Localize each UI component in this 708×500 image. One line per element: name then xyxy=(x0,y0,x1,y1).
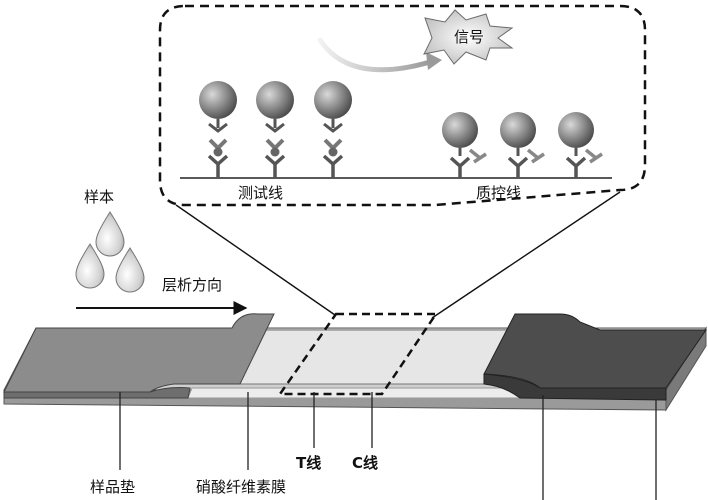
inset-dashed-frame xyxy=(158,4,647,207)
sample-drop-icon xyxy=(75,243,105,289)
control-line-complex-1 xyxy=(442,112,487,178)
absorbent-pad-side xyxy=(483,373,667,401)
test-line-complex-1 xyxy=(199,81,237,178)
inset-zoom-line-right xyxy=(431,191,621,319)
sample-drop-icon xyxy=(115,247,145,293)
sample-pad-side xyxy=(3,387,191,399)
signal-star-icon xyxy=(423,9,514,65)
absorbent-pad xyxy=(483,313,707,389)
membrane-pad xyxy=(229,329,521,385)
sample-label: 样本 xyxy=(84,188,114,206)
membrane-under-layer xyxy=(187,387,538,399)
signal-arc-arrow xyxy=(317,37,433,73)
test-line-complex-3 xyxy=(314,81,352,178)
magnified-inset: 信号 测试线 xyxy=(158,4,647,319)
detection-zone-outline xyxy=(277,312,439,396)
sample-drop-icon xyxy=(95,211,125,257)
sample-pad xyxy=(3,313,275,393)
control-line-complex-2 xyxy=(500,112,545,178)
test-line-label: 测试线 xyxy=(238,184,283,202)
t-line-label: T线 xyxy=(296,454,321,472)
inset-zoom-line-left xyxy=(175,204,336,316)
signal-label: 信号 xyxy=(454,28,484,46)
signal-arrow-tip xyxy=(426,52,442,70)
flow-direction-label: 层析方向 xyxy=(162,276,222,294)
control-line-label: 质控线 xyxy=(476,184,521,202)
test-line-complex-2 xyxy=(256,81,294,178)
control-line-complex-3 xyxy=(558,112,603,178)
membrane-label: 硝酸纤维素膜 xyxy=(196,478,286,496)
test-strip xyxy=(3,312,707,412)
sample-pad-label: 样品垫 xyxy=(90,478,135,496)
c-line-label: C线 xyxy=(352,454,378,472)
